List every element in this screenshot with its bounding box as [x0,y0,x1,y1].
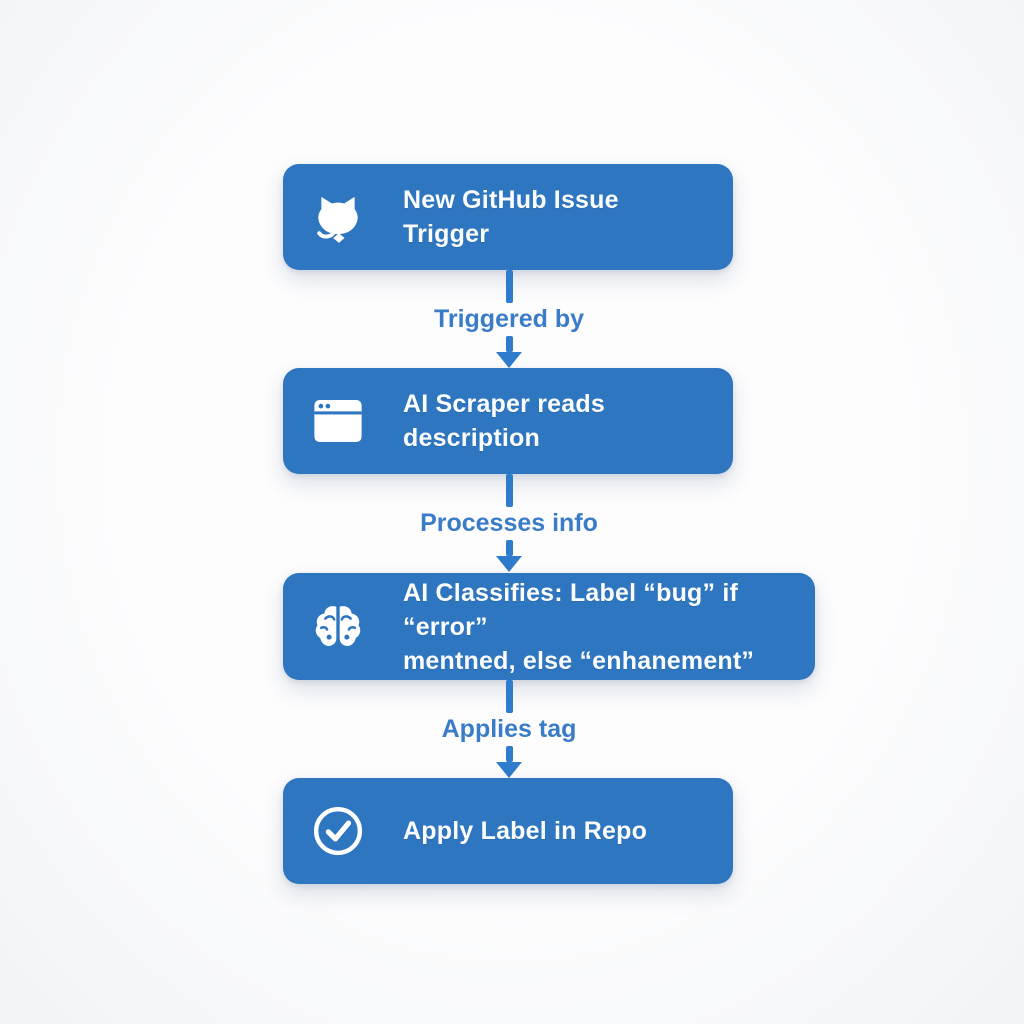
arrow-head-icon [496,352,522,368]
node-label: New GitHub Issue Trigger [403,186,619,248]
browser-window-icon [309,392,367,450]
edge-label: Processes info [420,509,598,537]
flow-node-ai-classify: AI Classifies: Label “bug” if “error” me… [283,573,815,680]
node-label: Apply Label in Repo [403,817,648,845]
node-label: AI Classifies: Label “bug” if “error” me… [403,578,755,675]
flow-node-github-trigger: New GitHub Issue Trigger [283,164,733,270]
arrow-line [505,680,513,713]
arrow-line [505,746,513,762]
flow-edge-processes-info: Processes info [339,474,679,573]
arrow-head-icon [496,762,522,778]
edge-label: Applies tag [441,715,577,743]
flow-edge-applies-tag: Applies tag [339,680,679,778]
check-circle-icon [309,802,367,860]
arrow-line [505,270,513,303]
flow-edge-triggered-by: Triggered by [339,270,679,368]
flow-node-apply-label: Apply Label in Repo [283,778,733,884]
arrow-line [505,336,513,352]
node-label: AI Scraper reads description [403,390,605,452]
arrow-line [505,474,513,507]
arrow-head-icon [496,556,522,572]
github-icon [309,188,367,246]
edge-label: Triggered by [433,305,585,333]
brain-icon [309,598,367,656]
flow-node-ai-scraper: AI Scraper reads description [283,368,733,474]
arrow-line [505,540,513,556]
